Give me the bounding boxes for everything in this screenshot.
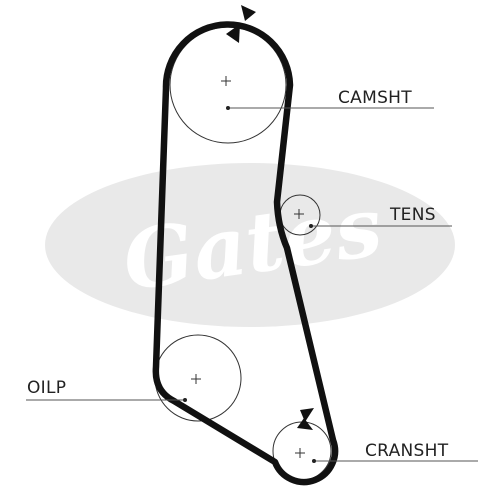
tensioner-label: TENS <box>389 205 436 225</box>
camshaft-pulley <box>169 26 287 144</box>
oil-pump-pulley <box>154 334 242 422</box>
camshaft-dot <box>226 106 230 110</box>
crankshaft-dot <box>312 459 316 463</box>
camshaft-label: CAMSHT <box>338 88 412 108</box>
center-cross-icon <box>191 76 305 458</box>
watermark-ellipse <box>45 163 455 327</box>
oil-pump-label: OILP <box>27 378 66 398</box>
oil-pump-dot <box>183 398 187 402</box>
timing-belt <box>152 21 339 486</box>
rotation-arrow-icon <box>297 408 314 430</box>
rotation-arrow-icon <box>226 5 256 43</box>
brand-watermark: Gates <box>45 163 455 327</box>
crankshaft-label: CRANSHT <box>365 441 449 461</box>
tensioner-dot <box>309 224 313 228</box>
